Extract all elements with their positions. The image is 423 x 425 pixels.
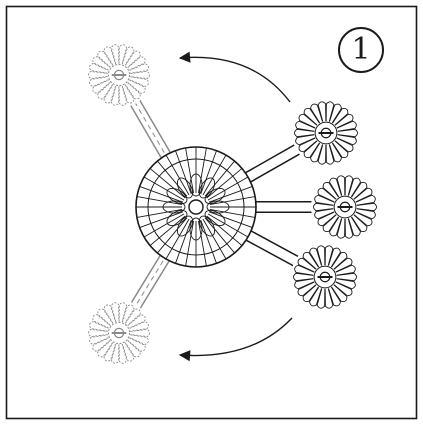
diagram-frame — [5, 5, 418, 420]
central-hub — [135, 146, 257, 268]
rotary-head-middle — [311, 173, 379, 241]
rotary-head-lower — [291, 243, 359, 311]
rotation-arrow-lower — [178, 317, 293, 362]
step-number-badge: 1 — [338, 27, 384, 73]
rotary-head-upper — [292, 99, 360, 167]
rotation-arrow-upper — [178, 51, 291, 103]
ghost-rotary-head-lower — [86, 300, 152, 366]
ghost-rotary-head-upper — [86, 42, 152, 108]
